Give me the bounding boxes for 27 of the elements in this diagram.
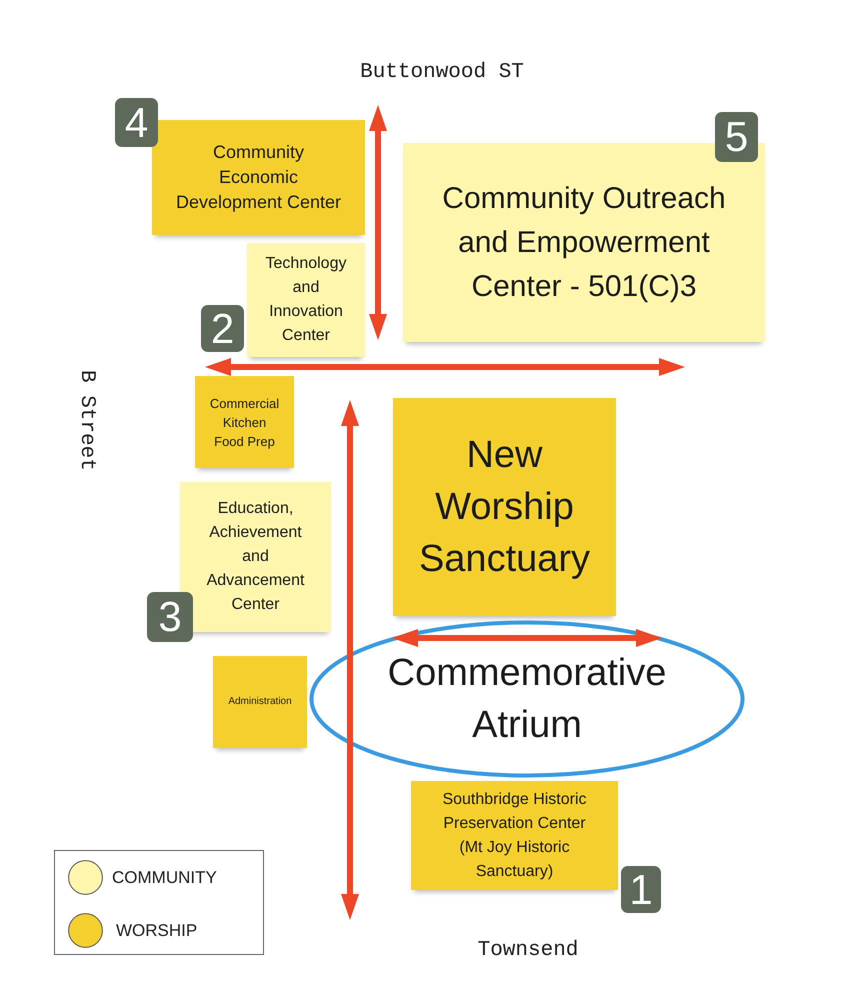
note-text: Community Economic Development Center <box>174 141 342 214</box>
sticky-note <box>213 656 307 748</box>
legend-label: WORSHIP <box>116 920 198 940</box>
note-text: Administration <box>227 695 293 709</box>
number-badge: 2 <box>201 305 244 352</box>
note-text: Technology and Innovation Center <box>264 254 348 346</box>
number-badge: 1 <box>621 866 661 913</box>
number-badge: 4 <box>115 98 158 147</box>
note-text: Commercial Kitchen Food Prep <box>208 394 280 450</box>
sticky-note <box>247 243 365 357</box>
sticky-note <box>195 376 294 468</box>
street-label: Buttonwood ST <box>360 61 524 85</box>
street-label: B Street <box>74 370 98 471</box>
legend-label: COMMUNITY <box>112 868 217 888</box>
sticky-note <box>152 120 365 235</box>
ellipse-outline <box>309 620 745 778</box>
number-badge: 5 <box>715 112 758 162</box>
street-label: Townsend <box>478 939 578 963</box>
sticky-note <box>411 781 618 890</box>
sticky-note <box>393 398 616 616</box>
sticky-note <box>180 482 331 632</box>
note-text: Southbridge Historic Preservation Center (Mt Joy Historic Sanctuary) <box>441 790 588 882</box>
note-text: Community Outreach and Empowerment Center - 501(C)3 <box>441 180 727 304</box>
note-text: Education, Achievement and Advancement Center <box>206 499 306 615</box>
note-text: New Worship Sanctuary <box>418 433 592 582</box>
area-label: Commemorative Atrium <box>386 651 668 748</box>
number-badge: 3 <box>147 592 193 642</box>
